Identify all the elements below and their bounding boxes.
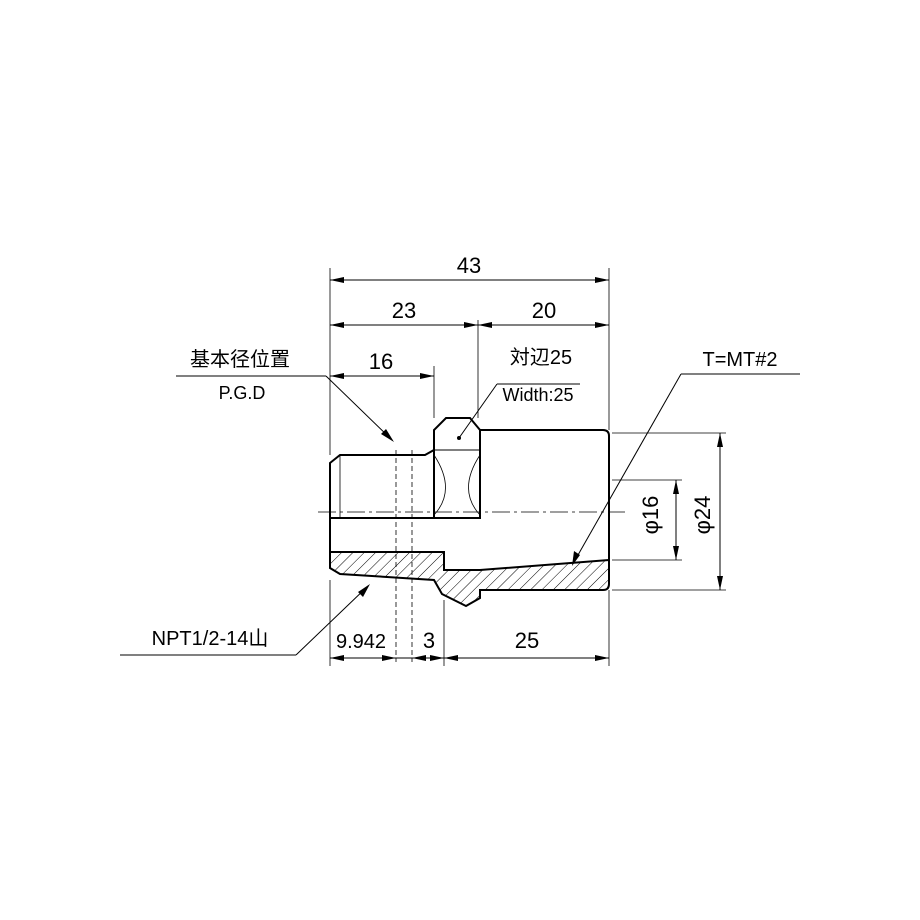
taper-leader-arrow (572, 551, 580, 566)
dim-text-23: 23 (392, 298, 416, 323)
arrow-od-top (717, 433, 723, 447)
dim-text-3: 3 (423, 628, 435, 653)
arrow-9942-right (382, 655, 396, 661)
taper-leader (573, 373, 682, 563)
part-outline (318, 417, 625, 662)
bore-outline (330, 551, 610, 571)
arrow-16-left (330, 373, 344, 379)
body-lower-outline (329, 518, 610, 608)
taper-label: T=MT#2 (702, 349, 777, 371)
arrow-id-top (673, 480, 679, 494)
extension-lines (329, 268, 726, 666)
dim-text-16: 16 (369, 349, 393, 374)
dim-text-25: 25 (515, 628, 539, 653)
hex-leader (458, 383, 498, 439)
hex-curve (433, 454, 481, 516)
dim-text-id: φ16 (638, 496, 663, 535)
thread-leader-arrow (358, 584, 370, 597)
arrow-25-left (444, 655, 458, 661)
arrow-3-right (430, 655, 444, 661)
pgd-leader-arrow (381, 429, 394, 442)
arrow-3-left (412, 655, 426, 661)
arrow-23-left (330, 322, 344, 328)
dim-text-od: φ24 (690, 496, 715, 535)
arrow-43-right (595, 277, 609, 283)
thread-body-upper (329, 448, 435, 519)
arrow-20-left (478, 322, 492, 328)
arrow-od-bottom (717, 576, 723, 590)
section-hatch (330, 552, 609, 606)
pgd-label-en: P.G.D (219, 383, 266, 403)
dimension-text: 43 23 20 16 9.942 3 25 φ16 φ24 (336, 253, 715, 653)
body-upper (480, 429, 610, 518)
pgd-label-jp: 基本径位置 (190, 348, 290, 371)
leader-lines (120, 373, 800, 656)
thread-label: NPT1/2-14山 (152, 627, 269, 650)
arrow-43-left (330, 277, 344, 283)
dim-text-43: 43 (457, 253, 481, 278)
arrow-16-right (420, 373, 434, 379)
arrow-25-right (595, 655, 609, 661)
pgd-leader (325, 375, 393, 441)
hex-label-en: Width:25 (502, 385, 573, 405)
hex-label-jp: 対辺25 (510, 346, 572, 369)
thread-leader (295, 585, 369, 656)
dim-text-20: 20 (532, 298, 556, 323)
hex-body (433, 417, 481, 519)
dimension-lines (330, 277, 723, 661)
arrow-9942-left (330, 655, 344, 661)
arrow-23-right (464, 322, 478, 328)
dim-text-9942: 9.942 (336, 631, 386, 653)
arrow-20-right (595, 322, 609, 328)
annotation-text: 基本径位置 P.G.D 対辺25 Width:25 T=MT#2 NPT1/2-… (152, 346, 778, 650)
arrow-id-bottom (673, 546, 679, 560)
